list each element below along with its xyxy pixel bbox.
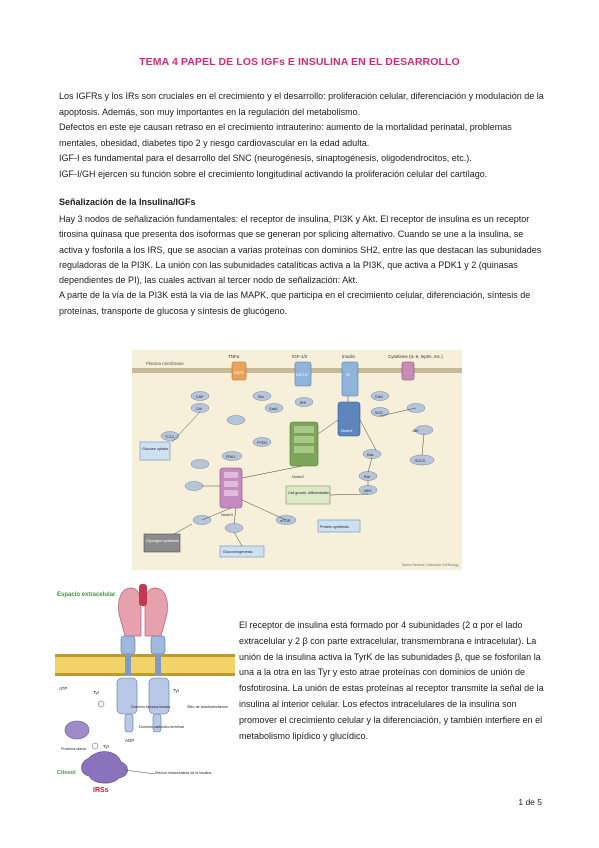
ligand-label: Insulin: [342, 354, 356, 359]
membrane-label: Plasma membrane: [146, 361, 184, 366]
adapter-label: Shc: [258, 395, 264, 399]
c-terminal-label: Dominio carboxilo-terminal: [139, 725, 184, 729]
adapter-label: MEK: [364, 489, 372, 493]
beta-subunit: [150, 635, 166, 655]
tyr-label: Tyr: [93, 690, 100, 695]
target-protein-label: Proteína diana: [61, 747, 87, 751]
irs-protein: [81, 751, 128, 784]
node-label: Node2: [292, 474, 305, 479]
adapter-label: IRS: [300, 401, 307, 405]
output-label: Gluconeogenesis: [223, 550, 252, 554]
pi3k-subunit: [294, 436, 314, 443]
output-label: Glycogen synthesis: [146, 539, 179, 543]
node-label: Node1: [341, 428, 354, 433]
section-paragraph: Hay 3 nodos de señalización fundamentale…: [59, 214, 542, 286]
adapter-label: Gab1: [269, 407, 278, 411]
signaling-pathway-figure: Plasma membrane TNFα IGF-1/2 Insulin Cyt…: [132, 350, 462, 570]
section-heading: Señalización de la Insulina/IGFs: [59, 197, 196, 207]
adapter-label: SOS: [375, 411, 383, 415]
transmembrane-segment: [155, 654, 161, 676]
section-paragraph: A parte de la vía de la PI3K está la vía…: [59, 290, 531, 316]
receptor-label: IR: [346, 372, 350, 377]
receptor-label: IGF1R: [296, 372, 308, 377]
beta-subunit: [120, 635, 136, 655]
adp-label: ADP: [125, 738, 134, 743]
pi3k-subunit: [294, 446, 314, 453]
adapter-label: PTEN: [257, 441, 267, 445]
output-label: Cell growth, differentiation: [288, 491, 329, 495]
effects-label: Efectos intracelulares de la insulina: [155, 771, 211, 775]
adapter-label: SOCS: [415, 459, 426, 463]
node-label: Node3: [221, 512, 234, 517]
membrane-lipids: [55, 654, 235, 676]
receptor-diagram: Espacio extracelular ATP Tyr Tyr Dominio…: [55, 584, 235, 794]
intro-paragraph: Defectos en este eje causan retraso en e…: [59, 122, 512, 148]
ligand-label: TNFα: [228, 354, 240, 359]
protein-synthesis-box: [317, 519, 361, 533]
atp-label: ATP: [59, 686, 67, 691]
adapter-label: mTOR: [280, 519, 291, 523]
transmembrane-segment: [125, 654, 131, 676]
receptor-label: TNFR: [233, 370, 244, 375]
alpha-subunit: [144, 587, 168, 637]
igf1r-receptor: [294, 361, 312, 387]
insulin-receptor-figure: Espacio extracelular ATP Tyr Tyr Dominio…: [55, 580, 235, 795]
tnfr-receptor: [231, 361, 247, 381]
extracellular-label: Espacio extracelular: [57, 592, 116, 598]
pathway-arrows: [171, 396, 425, 547]
akt-isoform: [224, 472, 238, 478]
phosphate-icon: [97, 700, 105, 708]
c-terminal-domain: [152, 713, 162, 733]
insulin-molecule: [139, 584, 147, 606]
intro-paragraph: Los IGFRs y los IRs son cruciales en el …: [59, 91, 544, 117]
ligand-label: IGF-1/2: [292, 354, 308, 359]
adapter-proteins: [160, 391, 435, 533]
adapter-label: TC10: [165, 435, 174, 439]
ligand-label: Cytokines (IL-6, leptin, etc.): [388, 354, 443, 359]
section-body: Hay 3 nodos de señalización fundamentale…: [59, 212, 547, 319]
tyr-label: Tyr: [173, 688, 180, 693]
adapter-label: Ras: [367, 453, 374, 457]
receptor-description: El receptor de insulina está formado por…: [239, 618, 544, 744]
effect-arrow: [124, 769, 156, 775]
pathway-diagram: Plasma membrane TNFα IGF-1/2 Insulin Cyt…: [132, 354, 462, 567]
autophosphorylation-label: Sitio de autofosforilación: [187, 705, 228, 709]
cytokine-receptor: [401, 361, 415, 381]
c-terminal-domain: [124, 713, 134, 733]
adapter-label: Raf: [364, 475, 370, 479]
output-label: Protein synthesis: [320, 525, 349, 529]
irs-label: IRSs: [93, 787, 109, 794]
target-protein: [64, 720, 90, 740]
ir-receptor: [341, 361, 359, 397]
adapter-label: PDK1: [226, 455, 235, 459]
intro-paragraph: IGF-I es fundamental para el desarrollo …: [59, 153, 472, 164]
output-label: Glucose uptake: [142, 447, 168, 451]
adapter-label: JNK: [412, 429, 419, 433]
cytosol-label: Citosol: [57, 770, 76, 776]
kinase-label: Dominio tirosina kinasa: [131, 705, 171, 709]
page-title: TEMA 4 PAPEL DE LOS IGFs E INSULINA EN E…: [139, 56, 460, 68]
pi3k-subunit: [294, 426, 314, 433]
tyr-label: Tyr: [103, 744, 110, 749]
alpha-subunit: [118, 587, 142, 637]
adapter-label: Grb2: [375, 395, 383, 399]
glycogen-synthesis-box: [143, 533, 181, 553]
adapter-label: CAP: [196, 395, 204, 399]
intro-paragraph: IGF-I/GH ejercen su función sobre el cre…: [59, 168, 488, 179]
page-number: 1 de 5: [518, 797, 542, 807]
figure-credit: Nature Reviews | Molecular Cell Biology: [402, 563, 459, 567]
adapter-label: Cbl: [196, 407, 202, 411]
receptor-paragraph: El receptor de insulina está formado por…: [239, 620, 544, 741]
akt-isoform: [224, 481, 238, 487]
intro-text: Los IGFRs y los IRs son cruciales en el …: [59, 89, 547, 183]
glucose-uptake-box: [139, 441, 171, 461]
phosphate-icon: [91, 742, 99, 750]
cell-growth-box: [285, 485, 331, 505]
akt-isoform: [224, 490, 238, 496]
cell-membrane: [55, 654, 235, 676]
irs-node: [337, 401, 361, 437]
